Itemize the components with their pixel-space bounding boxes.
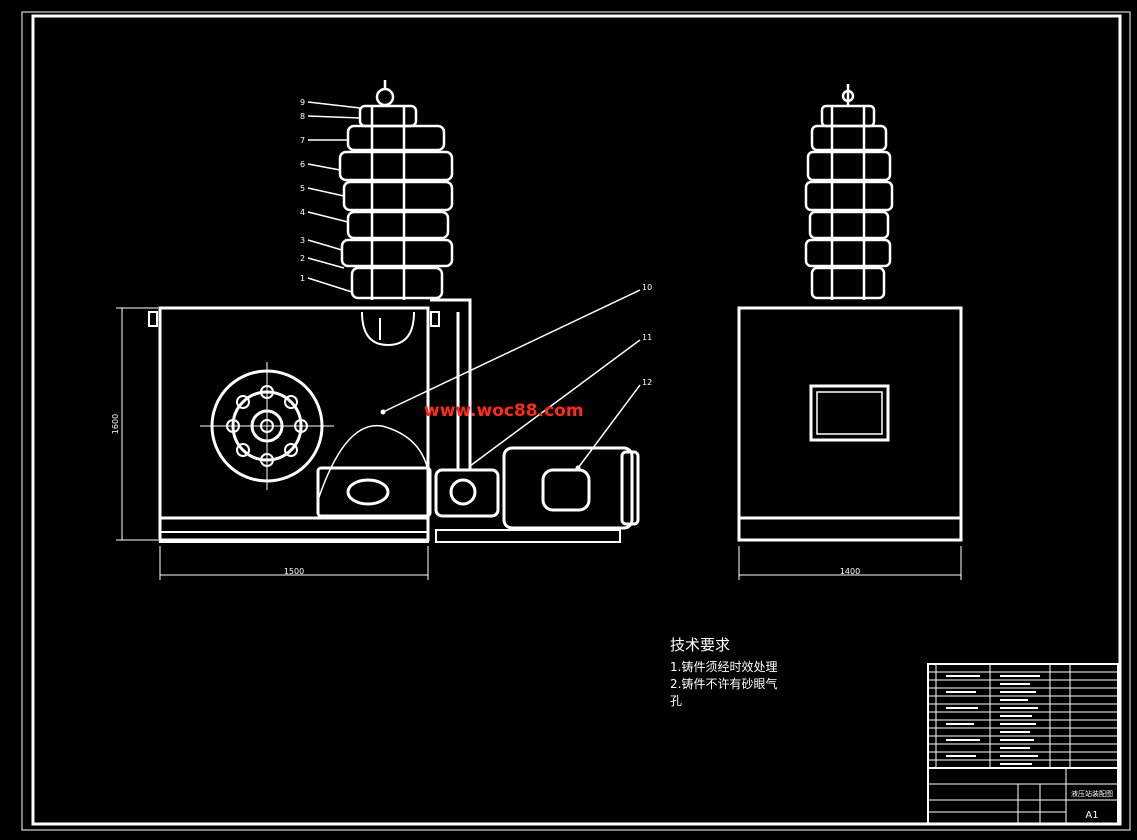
callout-12-dot — [575, 465, 581, 471]
coupling-hub — [449, 478, 477, 506]
title-block-sheet-size: A1 — [1085, 810, 1098, 821]
dim-height-front: 1600 — [111, 414, 120, 434]
motor-body — [502, 446, 634, 530]
balloon-1: 1 — [300, 274, 305, 283]
dim-width-front: 1500 — [284, 567, 304, 576]
valve-block-7 — [358, 104, 418, 128]
filler-cap — [361, 311, 415, 347]
dimensions-side — [738, 546, 962, 580]
side-view — [737, 84, 963, 542]
balloon-9: 9 — [300, 98, 305, 107]
balloon-8: 8 — [300, 112, 305, 121]
valve-block-5 — [338, 150, 454, 182]
side-inspection-window-inner — [816, 391, 883, 435]
tech-line-2: 2.铸件不许有砂眼气 — [670, 677, 778, 691]
front-view — [148, 80, 640, 543]
balloon-6: 6 — [300, 160, 305, 169]
valve-block-2 — [340, 238, 454, 268]
motor-fan — [620, 450, 640, 526]
motor-terminal-box — [541, 468, 591, 512]
valve-block-3 — [346, 210, 450, 240]
valve-block-4 — [342, 180, 454, 212]
callout-11: 11 — [642, 333, 652, 342]
balloon-labels: 1 2 3 4 5 6 7 8 9 — [300, 98, 305, 283]
tech-heading: 技术要求 — [670, 636, 731, 654]
balloon-7: 7 — [300, 136, 305, 145]
side-valve-stack — [804, 84, 894, 300]
outer-frame — [21, 11, 1131, 831]
balloon-4: 4 — [300, 208, 305, 217]
valve-block-1 — [350, 266, 444, 300]
callout-leaders — [382, 289, 641, 469]
callout-12: 12 — [642, 378, 652, 387]
pump-outline — [317, 424, 429, 501]
pressure-gauge-top — [375, 87, 395, 107]
parts-list-text — [946, 675, 1040, 765]
tech-line-3: 孔 — [670, 694, 683, 708]
title-block — [927, 663, 1119, 825]
pump-port — [346, 478, 390, 506]
callout-10: 10 — [642, 283, 652, 292]
watermark: www.woc88.com — [424, 401, 584, 421]
motor-base — [435, 529, 621, 543]
tech-line-1: 1.铸件须经时效处理 — [670, 660, 778, 674]
pump-body — [316, 466, 432, 518]
callout-10-dot — [380, 409, 386, 415]
title-block-drawing-title: 液压站装配图 — [1071, 789, 1113, 798]
tank-foot — [159, 531, 429, 543]
balloon-leaders — [307, 101, 361, 293]
balloon-5: 5 — [300, 184, 305, 193]
coupling — [434, 468, 500, 518]
technical-requirements: 技术要求 1.铸件须经时效处理 2.铸件不许有砂眼气 孔 — [670, 634, 900, 710]
side-tank-body — [737, 306, 963, 542]
balloon-3: 3 — [300, 236, 305, 245]
side-inspection-window — [809, 384, 890, 442]
inner-frame — [31, 14, 1122, 826]
balloon-2: 2 — [300, 254, 305, 263]
valve-stack — [338, 80, 454, 300]
tank-lug-right — [430, 311, 440, 327]
valve-block-6 — [346, 124, 446, 152]
dimensions-front — [116, 307, 429, 580]
tank-body — [158, 306, 430, 542]
pipe-vertical — [430, 298, 472, 470]
dim-width-side: 1400 — [840, 567, 860, 576]
tank-lug-left — [148, 311, 158, 327]
